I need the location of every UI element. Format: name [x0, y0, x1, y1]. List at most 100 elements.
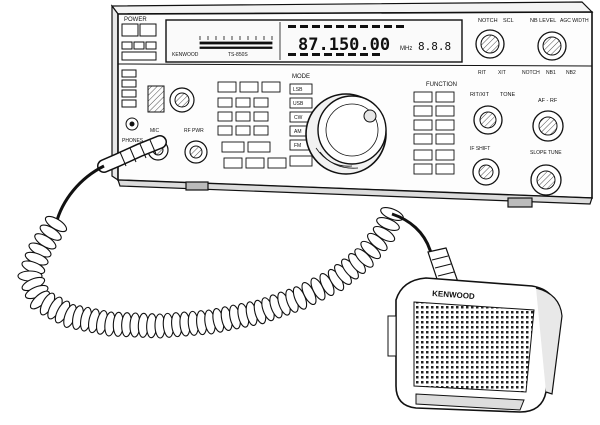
- keypad-key[interactable]: [261, 81, 281, 93]
- ant-button[interactable]: [121, 69, 137, 78]
- rit-knob-cap: [479, 111, 497, 129]
- if-shift-cap: [478, 164, 494, 180]
- finger-dimple: [363, 109, 377, 123]
- mic-label: MIC: [150, 128, 160, 134]
- function-key[interactable]: [435, 163, 455, 175]
- scl-label: SCL: [503, 18, 514, 24]
- nb-level-label: NB LEVEL: [530, 18, 556, 24]
- send-button[interactable]: [145, 41, 157, 50]
- function-label: FUNCTION: [426, 82, 457, 88]
- mode-fsk-button[interactable]: [289, 155, 313, 167]
- power-label: POWER: [124, 17, 147, 23]
- function-key[interactable]: [413, 119, 433, 131]
- if-shift-label: IF SHIFT: [470, 146, 490, 152]
- slope-tune-cap: [536, 170, 556, 190]
- power-aux-button[interactable]: [139, 23, 157, 37]
- fm-label: FM: [294, 143, 301, 149]
- nb2-label: NB2: [566, 70, 576, 76]
- power-button[interactable]: [121, 23, 139, 37]
- mic-connector[interactable]: [97, 135, 167, 173]
- brand-display: KENWOOD: [172, 52, 199, 58]
- proc-button[interactable]: [133, 41, 145, 50]
- rit-xit-label: RIT/XIT: [470, 92, 490, 98]
- sql-knob[interactable]: [147, 85, 165, 113]
- usb-label: USB: [293, 101, 304, 107]
- notch-knob-cap: [480, 34, 500, 54]
- function-key[interactable]: [435, 91, 455, 103]
- keypad-key[interactable]: [217, 97, 233, 108]
- display: KENWOOD TS-850S 87.150.00 MHz 8.8.8: [172, 25, 451, 58]
- keypad-key[interactable]: [235, 97, 251, 108]
- mode-label: MODE: [292, 74, 310, 80]
- ptt-switch[interactable]: [387, 315, 397, 357]
- hand-microphone[interactable]: KENWOOD: [387, 247, 563, 413]
- notch-section: NOTCH SCL NB LEVEL AGC WIDTH RIT XIT NOT…: [475, 18, 589, 76]
- att-button[interactable]: [121, 79, 137, 88]
- keypad-key[interactable]: [253, 97, 269, 108]
- indicator-row: [288, 25, 404, 56]
- keypad-key[interactable]: [247, 141, 271, 153]
- pre-button[interactable]: [121, 89, 137, 98]
- xit-label: XIT: [498, 70, 506, 76]
- rit-label: RIT: [478, 70, 486, 76]
- keypad-key[interactable]: [253, 125, 269, 136]
- right-lower-controls: RIT/XIT TONE AF - RF IF SHIFT SLOPE TUNE: [470, 92, 564, 196]
- tone-label: TONE: [500, 92, 516, 98]
- function-key[interactable]: [413, 105, 433, 117]
- af-rf-label: AF - RF: [538, 98, 558, 104]
- frequency-unit: MHz: [400, 46, 412, 52]
- rf-pwr-cap: [189, 145, 203, 159]
- cord-coil-loop: [376, 217, 400, 231]
- keypad-key[interactable]: [221, 141, 245, 153]
- microphone-brand: KENWOOD: [432, 289, 475, 301]
- keypad-key[interactable]: [245, 157, 265, 169]
- keypad-key[interactable]: [217, 125, 233, 136]
- sub-readout: 8.8.8: [418, 40, 451, 53]
- cord-coil-loop: [372, 225, 396, 243]
- lsb-label: LSB: [293, 87, 303, 93]
- keypad-key[interactable]: [253, 111, 269, 122]
- keypad-key[interactable]: [235, 111, 251, 122]
- brand-plate: [121, 51, 157, 61]
- frequency-readout: 87.150.00: [298, 35, 390, 55]
- keypad-key[interactable]: [235, 125, 251, 136]
- function-section: FUNCTION: [413, 82, 457, 175]
- main-tuning-dial[interactable]: [305, 93, 387, 175]
- slope-tune-label: SLOPE TUNE: [530, 150, 562, 156]
- nb1-label: NB1: [546, 70, 556, 76]
- model-label: TS-850S: [228, 52, 248, 58]
- coiled-cord: [17, 164, 442, 339]
- cw-label: CW: [294, 115, 303, 121]
- keypad-key[interactable]: [223, 157, 243, 169]
- nb-level-knob-cap: [542, 36, 562, 56]
- keypad-key[interactable]: [217, 81, 237, 93]
- function-key[interactable]: [413, 133, 433, 145]
- phones-jack-hole: [129, 121, 135, 127]
- af-rf-knob-cap: [538, 116, 558, 136]
- s-meter-scale: [199, 36, 273, 49]
- notch-button-label: NOTCH: [522, 70, 540, 76]
- keypad-key[interactable]: [217, 111, 233, 122]
- function-key[interactable]: [435, 119, 455, 131]
- memory-keypad: [217, 81, 287, 169]
- notch-label: NOTCH: [478, 18, 498, 24]
- keypad-key[interactable]: [239, 81, 259, 93]
- power-section: POWER: [121, 17, 157, 61]
- function-key[interactable]: [435, 149, 455, 161]
- agc-width-label: AGC WIDTH: [560, 18, 589, 24]
- keypad-key[interactable]: [267, 157, 287, 169]
- function-key[interactable]: [435, 105, 455, 117]
- function-key[interactable]: [435, 133, 455, 145]
- phones-label: PHONES: [122, 138, 144, 144]
- function-key[interactable]: [413, 149, 433, 161]
- mode-usb-button[interactable]: [289, 97, 313, 109]
- mode-lsb-button[interactable]: [289, 83, 313, 95]
- rf-pwr-label: RF PWR: [184, 128, 204, 134]
- function-key[interactable]: [413, 163, 433, 175]
- function-key[interactable]: [413, 91, 433, 103]
- vox-button[interactable]: [121, 41, 133, 50]
- at-button[interactable]: [121, 99, 137, 108]
- vox-gain-cap: [174, 92, 190, 108]
- am-label: AM: [294, 129, 302, 135]
